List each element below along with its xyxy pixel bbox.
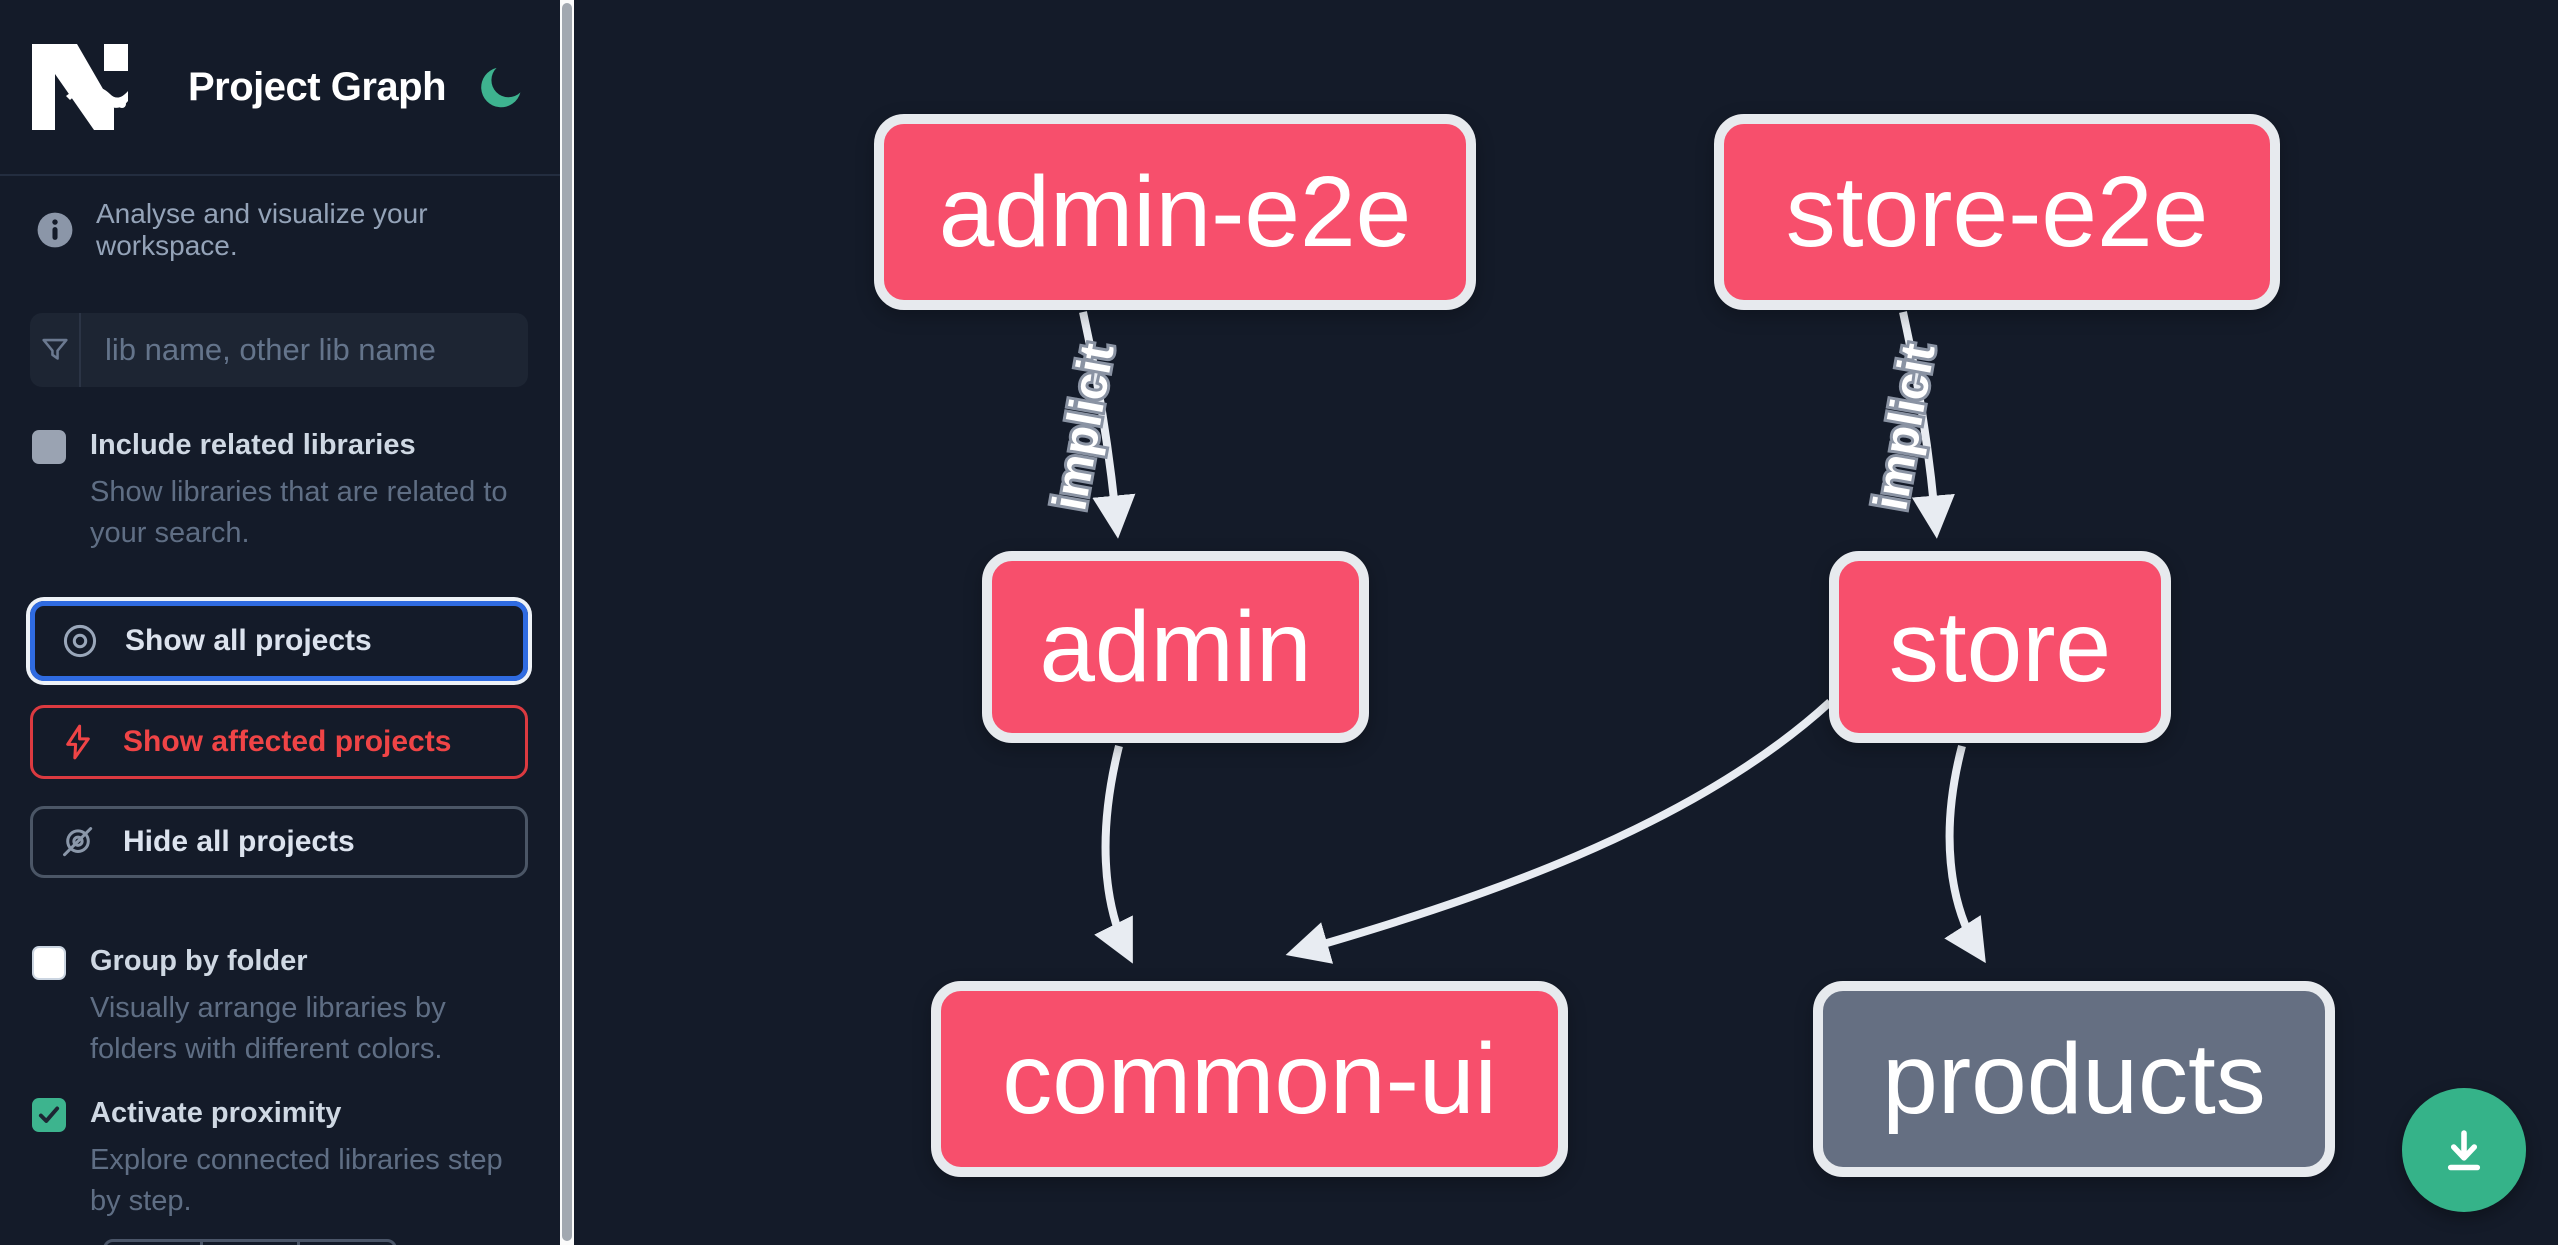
graph-node-store[interactable]: store [1829, 551, 2171, 743]
filter-input[interactable] [81, 313, 528, 387]
graph-node-common-ui[interactable]: common-ui [931, 981, 1568, 1177]
sidebar-header: Project Graph [0, 0, 560, 176]
group-by-folder-description: Visually arrange libraries by folders wi… [90, 992, 446, 1065]
page-title: Project Graph [188, 64, 447, 109]
group-by-folder-row: Group by folder Visually arrange librari… [32, 944, 532, 1070]
info-text: Analyse and visualize your workspace. [96, 198, 428, 261]
activate-proximity-row: Activate proximity Explore connected lib… [32, 1096, 532, 1222]
graph-canvas[interactable]: implicit implicit [574, 0, 2558, 1245]
proximity-decrement-segment[interactable] [106, 1242, 203, 1245]
graph-edges: implicit implicit [1040, 311, 1986, 964]
activate-proximity-label: Activate proximity [90, 1097, 342, 1129]
group-by-folder-checkbox[interactable] [32, 946, 66, 980]
proximity-value-segment [203, 1242, 300, 1245]
edge-store-common-ui [1285, 699, 1833, 964]
node-label: store-e2e [1785, 155, 2209, 268]
project-filter [30, 313, 528, 387]
node-label: admin-e2e [938, 155, 1412, 268]
graph-node-store-e2e[interactable]: store-e2e [1714, 114, 2280, 310]
show-all-projects-label: Show all projects [125, 624, 372, 657]
sidebar-scrollbar-thumb[interactable] [562, 3, 572, 1241]
funnel-icon [41, 338, 68, 360]
include-related-label: Include related libraries [90, 429, 416, 461]
show-affected-projects-button[interactable]: Show affected projects [30, 705, 528, 779]
filter-icon-cell [30, 313, 81, 387]
graph-node-admin-e2e[interactable]: admin-e2e [874, 114, 1476, 310]
eye-icon [63, 624, 97, 658]
info-icon [37, 212, 73, 248]
hide-all-projects-label: Hide all projects [123, 825, 355, 858]
lightning-icon [66, 724, 90, 760]
activate-proximity-description: Explore connected libraries step by step… [90, 1144, 503, 1217]
include-related-description: Show libraries that are related to your … [90, 476, 508, 549]
download-icon [2447, 1130, 2481, 1171]
node-label: common-ui [1002, 1022, 1497, 1135]
nx-logo-icon [32, 44, 128, 130]
check-icon [38, 1106, 60, 1123]
eye-off-icon [63, 827, 93, 857]
edge-store-products [1944, 744, 1986, 964]
sidebar-scrollbar-track [560, 0, 574, 1245]
include-related-row: Include related libraries Show libraries… [32, 428, 532, 554]
graph-node-admin[interactable]: admin [982, 551, 1369, 743]
workspace-info: Analyse and visualize your workspace. [36, 198, 528, 262]
show-affected-projects-label: Show affected projects [123, 725, 452, 758]
include-related-checkbox[interactable] [32, 430, 66, 464]
node-label: admin [1039, 590, 1312, 703]
edge-store-e2e-store [1899, 311, 1955, 539]
hide-all-projects-button[interactable]: Hide all projects [30, 806, 528, 878]
proximity-depth-control[interactable] [103, 1239, 397, 1245]
node-label: store [1888, 590, 2112, 703]
edge-admin-e2e-admin [1079, 311, 1136, 539]
sidebar: Project Graph Analyse and visualize your… [0, 0, 560, 1245]
graph-node-products[interactable]: products [1813, 981, 2335, 1177]
edge-admin-common-ui [1094, 745, 1133, 964]
theme-toggle-moon-icon[interactable] [476, 61, 528, 113]
show-all-projects-button[interactable]: Show all projects [30, 601, 528, 681]
group-by-folder-label: Group by folder [90, 945, 308, 977]
node-label: products [1882, 1022, 2266, 1135]
activate-proximity-checkbox[interactable] [32, 1098, 66, 1132]
download-image-button[interactable] [2402, 1088, 2526, 1212]
